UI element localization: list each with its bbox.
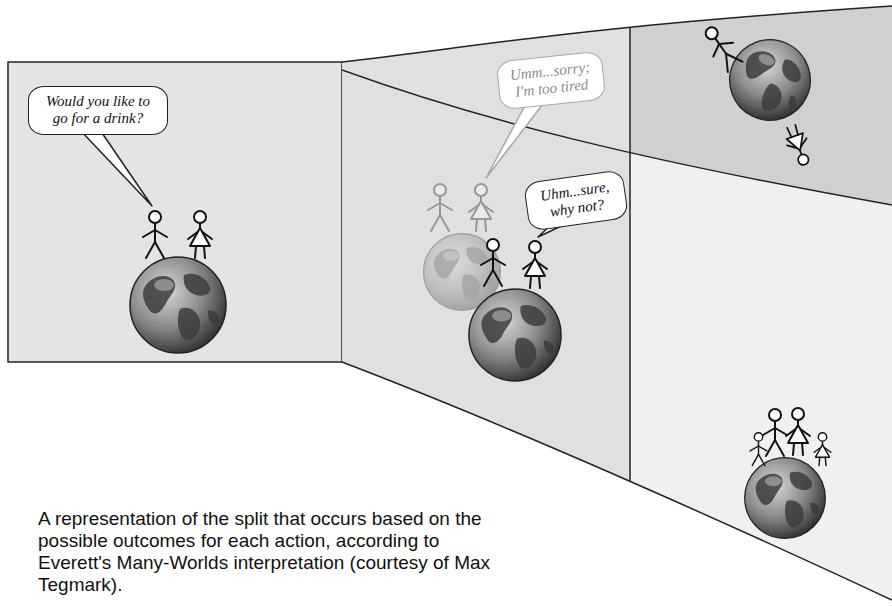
earth-globe — [469, 289, 561, 381]
stick-woman — [781, 123, 814, 168]
stick-man — [763, 409, 787, 456]
speech-tail — [486, 100, 546, 178]
speech-text: Umm...sorry; I'm too tired — [505, 58, 596, 101]
caption: A representation of the split that occur… — [38, 508, 508, 596]
stick-man — [481, 239, 505, 286]
speech-tail — [80, 130, 152, 206]
stick-woman — [523, 241, 547, 288]
stick-child — [750, 433, 767, 466]
stick-woman — [188, 211, 212, 258]
speech-bubble: Uhm...sure, why not? — [523, 169, 629, 231]
stick-man — [143, 211, 167, 258]
stick-woman — [786, 408, 810, 455]
stick-man — [698, 21, 745, 73]
stick-child — [814, 433, 831, 466]
speech-text: Uhm...sure, why not? — [533, 177, 619, 222]
speech-text: Would you like to go for a drink? — [37, 93, 159, 127]
speech-bubble: Umm...sorry; I'm too tired — [496, 51, 607, 111]
speech-bubble: Would you like to go for a drink? — [28, 86, 168, 135]
earth-globe — [745, 458, 826, 539]
first-panel — [8, 62, 342, 362]
earth-globe — [130, 257, 226, 353]
